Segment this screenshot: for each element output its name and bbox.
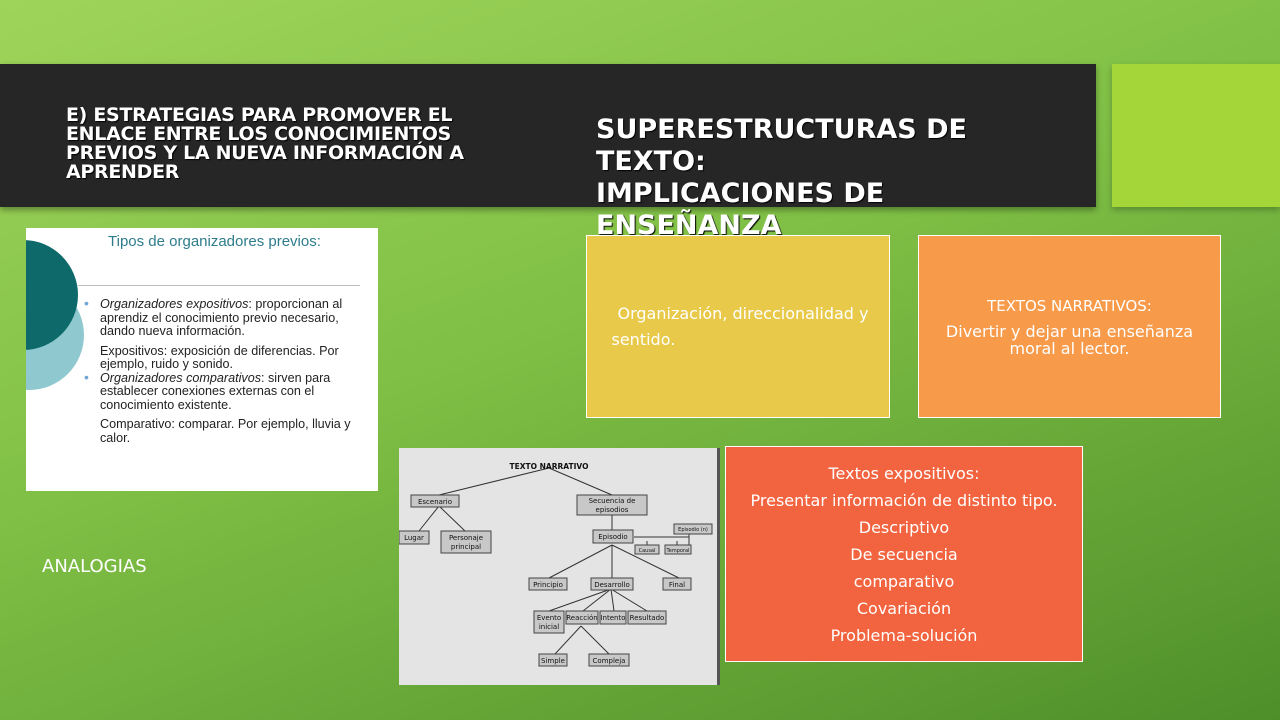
box-heading: TEXTOS NARRATIVOS: [987, 296, 1152, 315]
box-heading: Textos expositivos: [828, 463, 980, 483]
tree-node: Episodio (n) [678, 527, 708, 533]
item-term: Organizadores expositivos [100, 297, 249, 311]
section-title: E) ESTRATEGIAS PARA PROMOVER EL ENLACE E… [66, 104, 464, 183]
tree-node: principal [451, 543, 481, 551]
tree-node: inicial [539, 623, 559, 631]
slide-title-line2: IMPLICACIONES DE ENSEÑANZA [596, 178, 885, 241]
list-item: • Organizadores expositivos: proporciona… [84, 296, 370, 372]
tree-node: Compleja [593, 657, 626, 665]
organization-box: Organización, direccionalidad y sentido. [586, 235, 890, 418]
tree-node: Lugar [404, 534, 424, 542]
organizers-slide-image: Tipos de organizadores previos: • Organi… [26, 228, 378, 491]
slide-title-line1: SUPERESTRUCTURAS DE TEXTO: [596, 114, 967, 177]
item-text: : sirven para establecer conexiones exte… [100, 370, 331, 412]
tree-node: Principio [533, 581, 563, 589]
item-example: Comparativo: comparar. Por ejemplo, lluv… [100, 417, 351, 445]
narrative-diagram-image: TEXTO NARRATIVO Escenario Secuencia de e… [399, 448, 720, 685]
item-example: Expositivos: exposición de diferencias. … [100, 343, 339, 371]
tree-node: Final [669, 581, 685, 589]
title-banner: E) ESTRATEGIAS PARA PROMOVER EL ENLACE E… [0, 64, 1096, 241]
bullet-icon: • [84, 295, 89, 311]
item-text: : proporcionan al aprendiz el conocimien… [100, 297, 343, 338]
tree-node: Escenario [418, 498, 452, 506]
list-item: • Organizadores comparativos: sirven par… [84, 370, 370, 446]
tree-node: Resultado [630, 614, 665, 622]
tree-node: episodios [596, 506, 629, 514]
tree-root: TEXTO NARRATIVO [510, 462, 589, 471]
box-list-item: De secuencia [850, 544, 958, 564]
tree-node: Episodio [598, 533, 627, 541]
tree-node: Intento [600, 614, 625, 622]
box-list-item: Problema-solución [830, 625, 978, 645]
box-text: Presentar información de distinto tipo. [750, 490, 1058, 510]
narrative-texts-box: TEXTOS NARRATIVOS: Divertir y dejar una … [918, 235, 1221, 418]
thumbnail-title: Tipos de organizadores previos: [108, 233, 321, 250]
tree-node: Temporal [666, 548, 690, 554]
box-text: sentido. [611, 329, 676, 349]
box-list-item: Descriptivo [858, 517, 950, 537]
tree-node: Reacción [566, 614, 598, 622]
tree-node: Simple [541, 657, 565, 665]
box-list-item: comparativo [853, 571, 955, 591]
tree-node: Secuencia de [589, 497, 636, 505]
tree-node: Causal [639, 548, 656, 554]
thumbnail-body: • Organizadores expositivos: proporciona… [84, 296, 370, 446]
narrative-tree: TEXTO NARRATIVO Escenario Secuencia de e… [399, 462, 713, 667]
box-list-item: Covariación [856, 598, 952, 618]
expository-texts-box: Textos expositivos: Presentar informació… [725, 446, 1083, 662]
slide-title: SUPERESTRUCTURAS DE TEXTO: IMPLICACIONES… [596, 114, 1076, 242]
bullet-icon: • [84, 368, 89, 385]
tree-node: Desarrollo [594, 581, 630, 589]
box-text: Divertir y dejar una enseñanza moral al … [945, 321, 1194, 358]
divider [78, 285, 360, 286]
tree-node: Evento [537, 614, 561, 622]
accent-square [1112, 64, 1280, 207]
tree-node: Personaje [449, 534, 483, 542]
analogias-label: ANALOGIAS [42, 556, 147, 577]
item-term: Organizadores comparativos [100, 370, 261, 385]
box-text: Organización, direccionalidad y [617, 303, 869, 323]
